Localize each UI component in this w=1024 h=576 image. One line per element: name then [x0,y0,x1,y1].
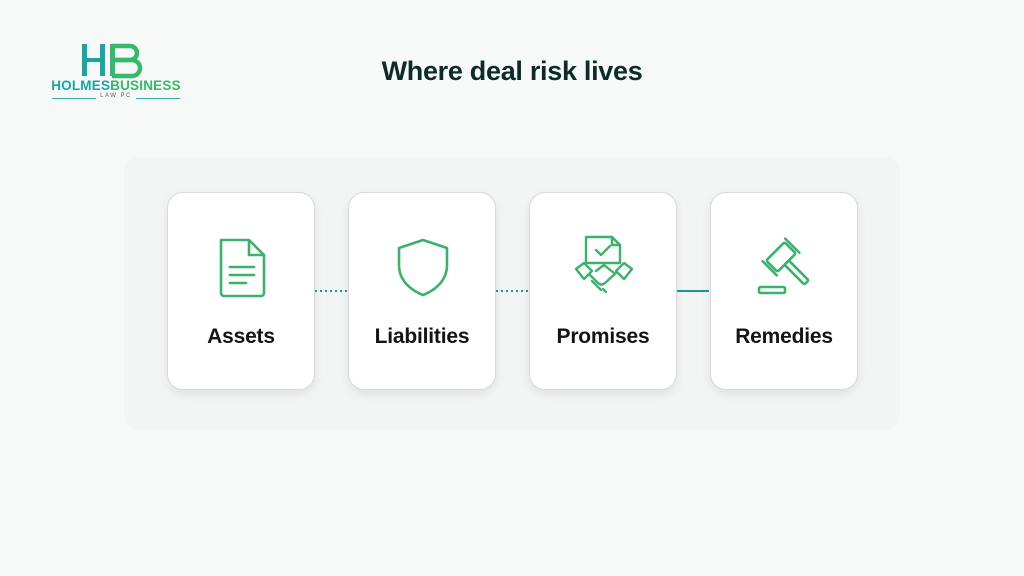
hb-monogram-icon [82,43,143,79]
logo-name-part1: HOLMES [51,78,111,93]
document-icon [219,238,266,298]
logo-rule-right [136,98,180,99]
step-label-promises: Promises [556,325,650,348]
logo-name-part2: BUSINESS [110,78,181,93]
step-card-liabilities: Liabilities [348,192,496,390]
handshake-contract-icon [574,235,634,294]
step-card-remedies: Remedies [710,192,858,390]
shield-icon [397,238,449,297]
page-title: Where deal risk lives [381,56,643,86]
logo-subtitle: LAW PC [100,93,132,99]
logo-rule-left [52,98,96,99]
step-label-liabilities: Liabilities [374,325,470,348]
gavel-icon [757,237,810,295]
step-label-remedies: Remedies [735,325,833,348]
company-logo: HOLMESBUSINESS LAW PC [48,40,184,104]
step-card-assets: Assets [167,192,315,390]
step-label-assets: Assets [207,325,275,348]
step-card-promises: Promises [529,192,677,390]
logo-wordmark: HOLMESBUSINESS [48,78,184,93]
